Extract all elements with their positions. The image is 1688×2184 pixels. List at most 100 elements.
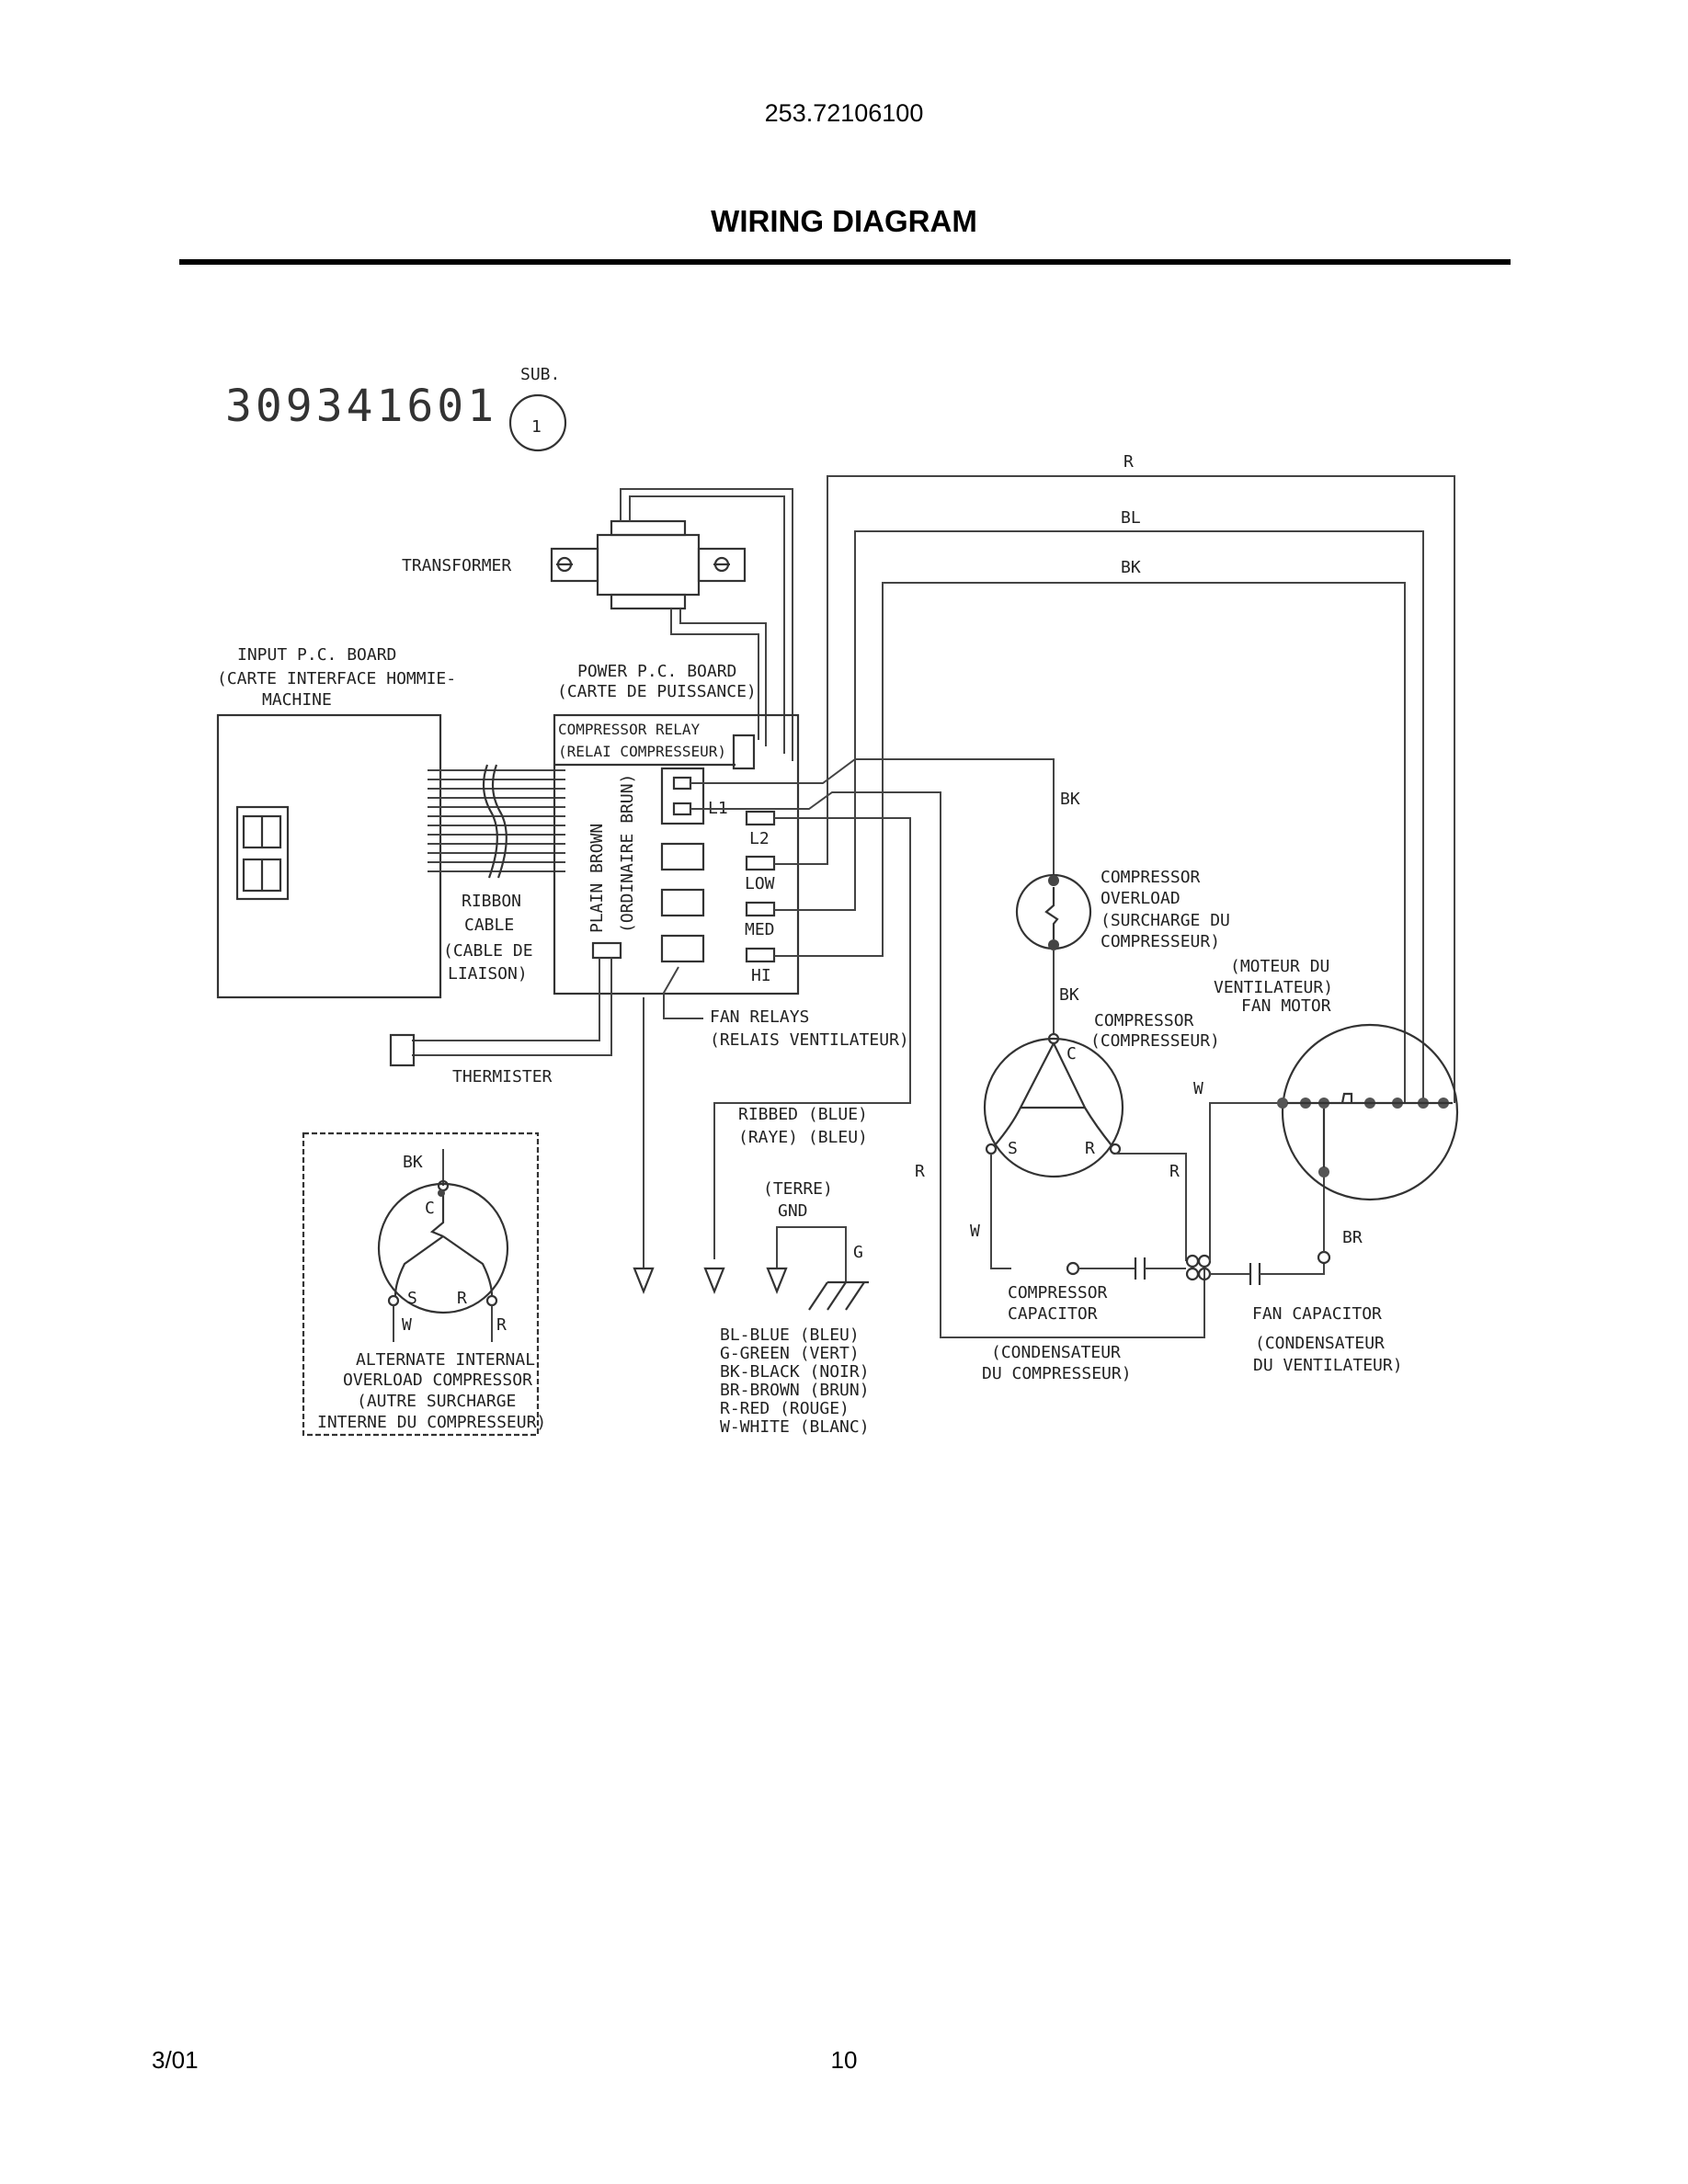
page-number: 10 bbox=[830, 2046, 858, 2074]
ribbon-line-1: RIBBON bbox=[462, 892, 521, 911]
fan-relay-hi bbox=[660, 934, 705, 963]
power-pc-board bbox=[553, 713, 800, 995]
terminal-low-block bbox=[745, 855, 776, 871]
overload-terminal-bottom bbox=[1048, 939, 1059, 950]
ground-symbol bbox=[808, 1280, 869, 1311]
thermister-wire-1 bbox=[412, 958, 600, 1041]
sub-circle bbox=[508, 393, 567, 452]
alt-terminal-s bbox=[387, 1294, 400, 1307]
sub-number: 1 bbox=[531, 417, 542, 437]
overload-terminal-top bbox=[1048, 875, 1059, 886]
ribbon-line-4: LIAISON) bbox=[448, 964, 528, 984]
title-rule bbox=[179, 259, 1511, 265]
transformer-wire-2 bbox=[629, 495, 785, 754]
alt-compressor-symbol bbox=[377, 1182, 509, 1314]
thermister-label: THERMISTER bbox=[452, 1067, 553, 1086]
input-board-line-3: MACHINE bbox=[262, 690, 332, 710]
fan-cap-line-2: (CONDENSATEUR bbox=[1255, 1334, 1385, 1353]
ground-arrow-1 bbox=[633, 1267, 655, 1294]
fan-relays-line-1: FAN RELAYS bbox=[710, 1007, 809, 1027]
input-board-line-1: INPUT P.C. BOARD bbox=[237, 645, 396, 665]
sub-label: SUB. bbox=[520, 365, 560, 384]
comp-cap-line-1: COMPRESSOR bbox=[1008, 1283, 1108, 1302]
legend-brown: BR-BROWN (BRUN) bbox=[720, 1381, 870, 1400]
wire-label-bk-mid: BK bbox=[1060, 790, 1080, 809]
wire-label-bk-top: BK bbox=[1121, 558, 1141, 577]
alt-label-bk: BK bbox=[403, 1153, 423, 1172]
terminal-hi: HI bbox=[751, 966, 771, 985]
fan-cap-terminal bbox=[1317, 1250, 1331, 1265]
input-pc-board bbox=[216, 713, 442, 999]
fan-relay-med bbox=[660, 888, 705, 917]
overload-line-2: OVERLOAD bbox=[1101, 889, 1180, 908]
wire-label-g: G bbox=[853, 1243, 863, 1262]
wire-r-junction bbox=[1115, 1153, 1187, 1261]
overload-contact bbox=[1044, 887, 1059, 939]
condens-comp-line-2: DU COMPRESSEUR) bbox=[982, 1364, 1132, 1383]
thermister-connector bbox=[591, 941, 622, 960]
page-title: WIRING DIAGRAM bbox=[711, 204, 977, 238]
thermister-wire-2 bbox=[412, 958, 612, 1056]
legend-white: W-WHITE (BLANC) bbox=[720, 1417, 870, 1437]
fan-cap-line-3: DU VENTILATEUR) bbox=[1253, 1356, 1403, 1375]
overload-line-1: COMPRESSOR bbox=[1101, 868, 1201, 887]
plain-brown-line-2: (ORDINAIRE BRUN) bbox=[618, 774, 637, 933]
compressor-line-1: COMPRESSOR bbox=[1094, 1011, 1194, 1030]
compressor-label-c: C bbox=[1066, 1044, 1077, 1064]
power-board-line-2: (CARTE DE PUISSANCE) bbox=[557, 682, 757, 701]
legend-blue: BL-BLUE (BLEU) bbox=[720, 1325, 860, 1345]
terminal-med-block bbox=[745, 901, 776, 917]
alt-label-c: C bbox=[425, 1199, 435, 1218]
wire-label-w-left: W bbox=[970, 1222, 980, 1241]
ribbon-line-2: CABLE bbox=[464, 916, 514, 935]
compressor-label-r: R bbox=[1085, 1139, 1095, 1158]
power-board-line-1: POWER P.C. BOARD bbox=[577, 662, 736, 681]
alt-overload-line-1: ALTERNATE INTERNAL bbox=[356, 1350, 535, 1370]
fan-motor-symbol bbox=[1281, 1023, 1459, 1201]
alt-overload-line-4: INTERNE DU COMPRESSEUR) bbox=[317, 1413, 546, 1432]
l1-relay-box bbox=[660, 767, 705, 825]
wire-label-r-right: R bbox=[1169, 1162, 1180, 1181]
fan-cap-line-1: FAN CAPACITOR bbox=[1252, 1304, 1382, 1324]
compressor-line-2: (COMPRESSEUR) bbox=[1090, 1031, 1220, 1051]
alt-overload-line-3: (AUTRE SURCHARGE bbox=[357, 1392, 516, 1411]
alternate-overload-box bbox=[302, 1132, 540, 1437]
legend-red: R-RED (ROUGE) bbox=[720, 1399, 850, 1418]
part-number: 309341601 bbox=[225, 381, 497, 432]
wire-l2-ribbed bbox=[713, 817, 911, 1259]
wire-s-capacitor bbox=[990, 1154, 1011, 1269]
wire-l1-r bbox=[690, 791, 1205, 1338]
transformer-wire-3 bbox=[679, 609, 767, 746]
terre-line-1: (TERRE) bbox=[763, 1179, 833, 1199]
alt-label-r: R bbox=[457, 1289, 467, 1308]
ground-arrow-3 bbox=[766, 1267, 788, 1294]
wire-r bbox=[774, 475, 1455, 1103]
transformer-symbol bbox=[550, 519, 747, 610]
fan-relay-low bbox=[660, 842, 705, 871]
terminal-med: MED bbox=[745, 920, 775, 939]
wire-label-r-left: R bbox=[915, 1162, 925, 1181]
fan-relays-line-2: (RELAIS VENTILATEUR) bbox=[710, 1030, 909, 1050]
footer-date: 3/01 bbox=[152, 2046, 199, 2074]
ribbon-cable-symbol bbox=[428, 764, 565, 879]
compressor-terminal-s bbox=[985, 1143, 998, 1155]
compressor-terminal-r bbox=[1109, 1143, 1122, 1155]
alt-label-w: W bbox=[402, 1315, 412, 1335]
terminal-l2-block bbox=[745, 810, 776, 826]
ribbed-line-2: (RAYE) (BLEU) bbox=[738, 1128, 868, 1147]
l1-contact-b bbox=[672, 802, 692, 816]
ground-arrow-2 bbox=[703, 1267, 725, 1294]
wire-label-br: BR bbox=[1342, 1228, 1363, 1247]
legend-black: BK-BLACK (NOIR) bbox=[720, 1362, 870, 1382]
alt-label-r2: R bbox=[496, 1315, 507, 1335]
alt-contact-dot bbox=[438, 1189, 445, 1197]
plain-brown-line-1: PLAIN BROWN bbox=[587, 824, 607, 933]
ribbed-line-1: RIBBED (BLUE) bbox=[738, 1105, 868, 1124]
wire-w bbox=[1209, 1102, 1283, 1261]
ground-wire-g bbox=[776, 1226, 847, 1282]
thermister-symbol bbox=[389, 1033, 416, 1067]
compressor-relay-block bbox=[732, 734, 756, 770]
fan-cap-wire-b bbox=[1260, 1264, 1325, 1275]
transformer-wire-4 bbox=[670, 609, 759, 740]
fan-motor-line-2: VENTILATEUR) bbox=[1214, 978, 1333, 997]
